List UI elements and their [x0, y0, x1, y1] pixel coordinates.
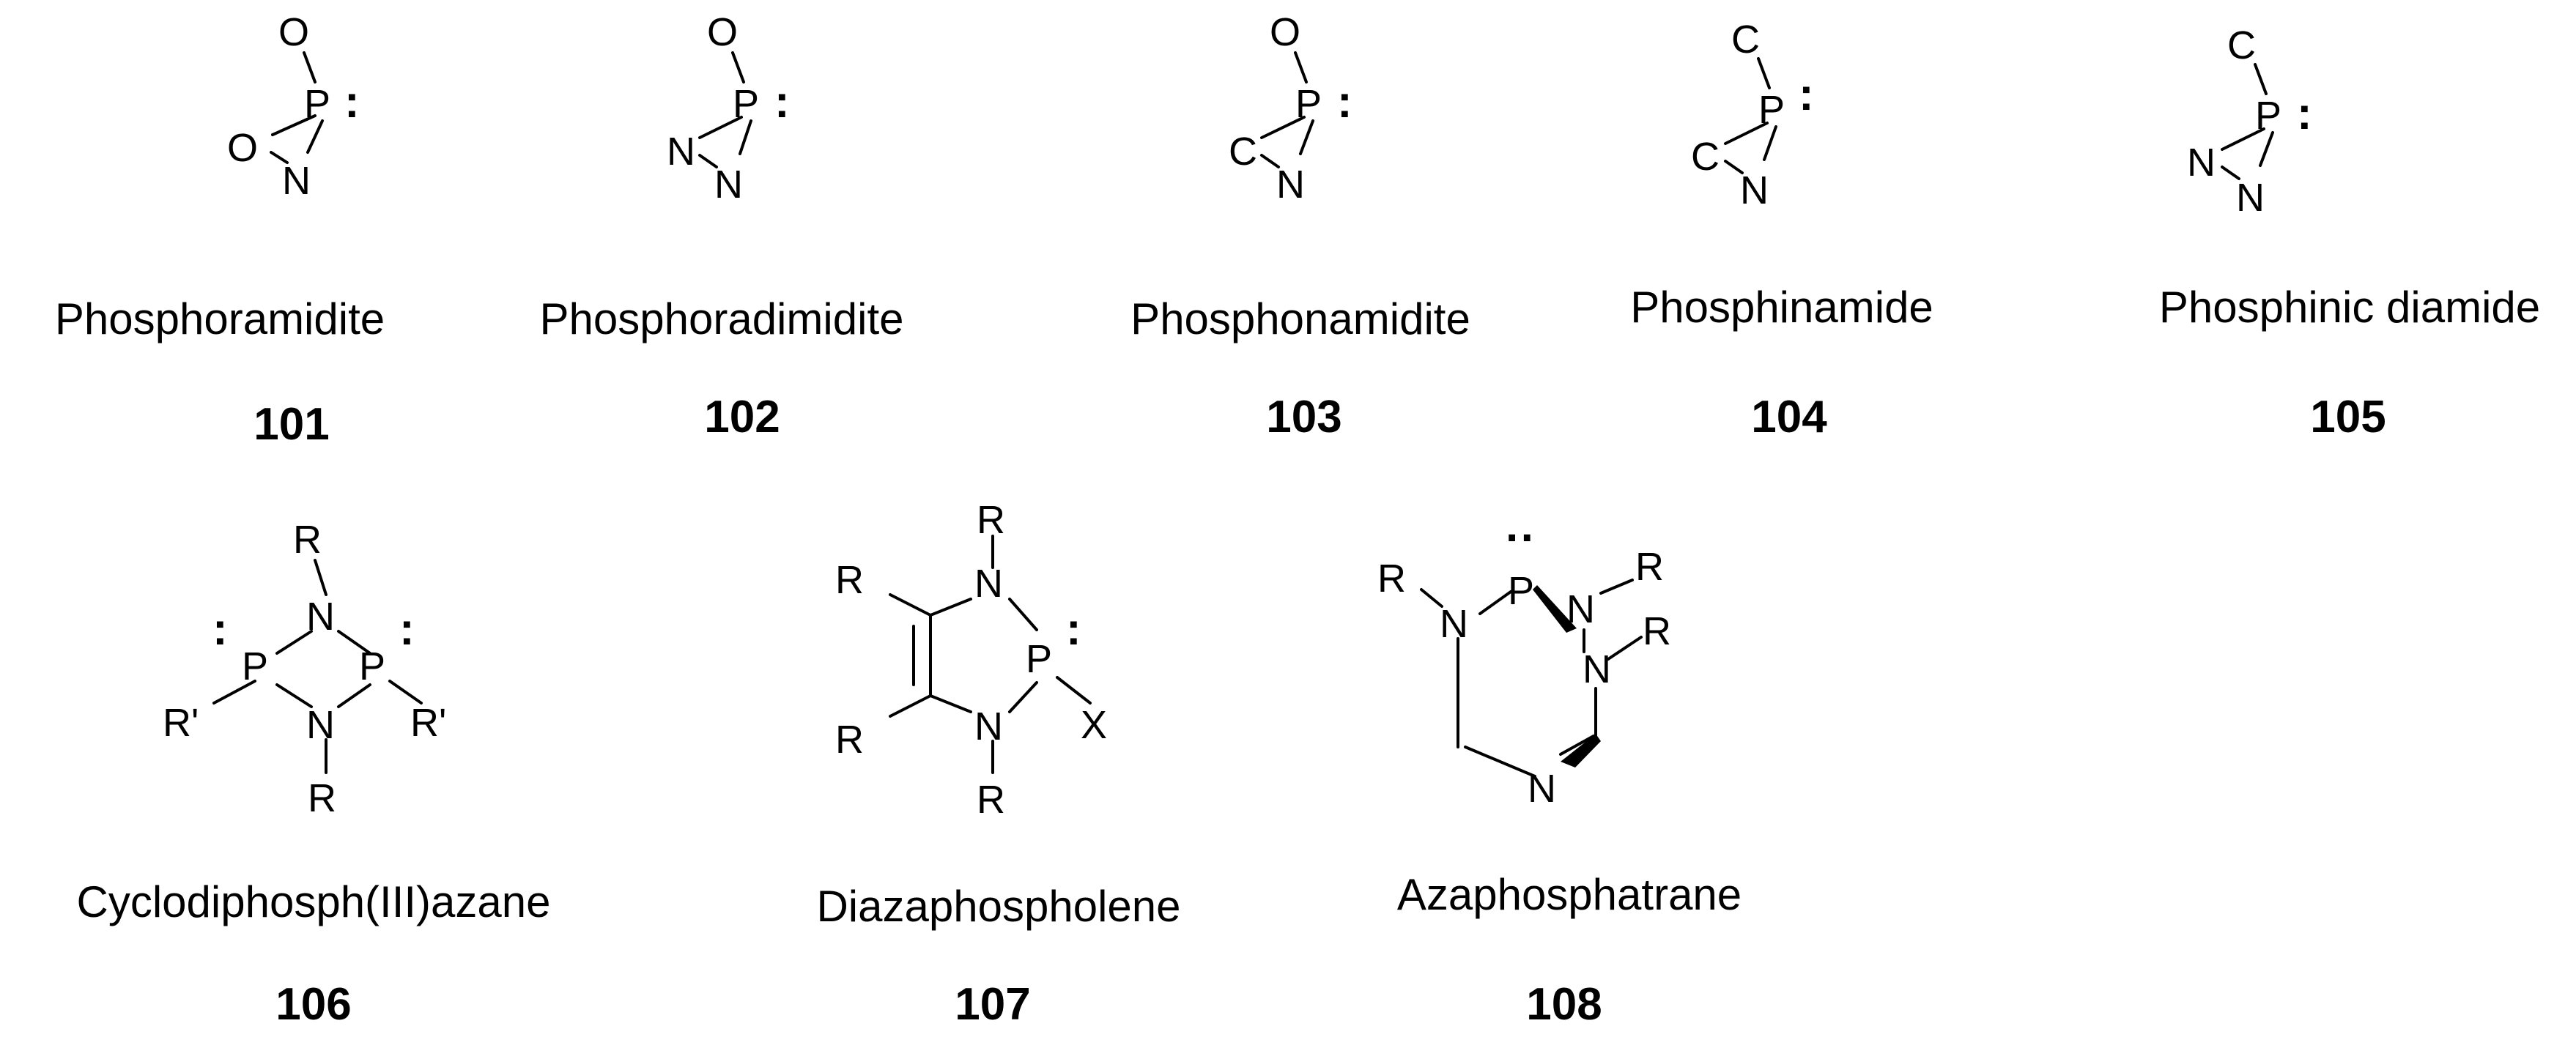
atom-o: O [278, 10, 309, 54]
structure-105: C P : N N [2187, 23, 2312, 220]
atom-p: P [1026, 637, 1052, 681]
lone-pair: : [344, 77, 360, 127]
atom-n: N [2236, 176, 2265, 220]
atom-c: C [1731, 18, 1760, 62]
compound-name: Cyclodiphosph(III)azane [76, 877, 550, 926]
atom-n: N [974, 562, 1003, 606]
lone-pair: : [1799, 70, 1814, 120]
structure-108: R N ·· P N R N R N [1377, 513, 1671, 811]
atom-r: R [835, 718, 864, 762]
atom-n: N [1583, 647, 1611, 691]
compound-number: 101 [253, 399, 329, 450]
atom-n: N [1566, 587, 1595, 631]
structure-107: R R N P : X R N R [835, 498, 1107, 822]
compound-name: Diazaphospholene [816, 882, 1180, 931]
compound-name: Azaphosphatrane [1397, 870, 1742, 919]
lone-pair: : [212, 604, 228, 655]
structure-101: O P : O N [227, 10, 360, 203]
lone-pair: : [774, 77, 790, 127]
lone-pair: : [1066, 604, 1081, 655]
atom-p: P [304, 82, 330, 126]
atom-o: O [707, 10, 738, 54]
atom-r-prime: R' [163, 701, 199, 745]
structure-106: R N : P P : R' N R' R [163, 518, 446, 820]
lone-pair: : [399, 604, 415, 655]
atom-o: O [1270, 10, 1300, 54]
atom-n: N [714, 163, 743, 207]
compound-name: Phosphinamide [1630, 283, 1933, 332]
atom-n: N [306, 703, 335, 747]
atom-c: C [1229, 130, 1257, 174]
atom-p: P [359, 644, 385, 688]
compound-name: Phosphinic diamide [2159, 283, 2540, 332]
atom-p: P [1758, 88, 1785, 132]
atom-n: N [974, 705, 1003, 748]
atom-n: N [1440, 602, 1468, 646]
atom-r: R [293, 518, 322, 562]
atom-r-prime: R' [410, 701, 446, 745]
atom-n: N [2187, 141, 2216, 185]
atom-r: R [977, 498, 1005, 542]
atom-x: X [1081, 703, 1107, 747]
compound-name: Phosphoramidite [55, 294, 385, 343]
atom-r: R [1377, 557, 1406, 601]
compound-number: 107 [955, 979, 1030, 1030]
atom-r: R [308, 776, 336, 820]
compound-name: Phosphoradimidite [540, 294, 904, 343]
atom-p: P [2255, 94, 2281, 138]
atom-n: N [1276, 163, 1305, 207]
compound-number: 104 [1751, 392, 1827, 442]
atom-c: C [2227, 23, 2256, 67]
compound-number: 103 [1266, 392, 1341, 442]
atom-n: N [1528, 767, 1556, 811]
wedge-bond [1561, 734, 1601, 767]
compound-number: 106 [275, 979, 351, 1030]
atom-r: R [835, 558, 864, 602]
atom-r: R [977, 778, 1005, 822]
wedge-bond [1533, 585, 1577, 633]
lone-pair-top: ·· [1506, 513, 1536, 563]
atom-n: N [667, 130, 695, 174]
atom-p: P [242, 644, 268, 688]
atom-o: O [227, 126, 258, 170]
compound-number: 102 [704, 392, 780, 442]
atom-c: C [1691, 135, 1720, 179]
structure-102: O P : N N [667, 10, 790, 207]
atom-p: P [1295, 82, 1322, 126]
lone-pair: : [2297, 89, 2312, 139]
atom-n: N [1740, 168, 1769, 212]
atom-n: N [306, 595, 335, 639]
atom-p: P [733, 82, 759, 126]
atom-n: N [282, 159, 311, 203]
lone-pair: : [1337, 77, 1352, 127]
atom-r: R [1635, 545, 1664, 589]
compound-number: 105 [2310, 392, 2386, 442]
structure-104: C P : C N [1691, 18, 1814, 212]
compound-name: Phosphonamidite [1130, 294, 1470, 343]
atom-p: P [1508, 569, 1534, 613]
compound-number: 108 [1526, 979, 1602, 1030]
structure-103: O P : C N [1229, 10, 1352, 207]
atom-r: R [1643, 609, 1671, 653]
